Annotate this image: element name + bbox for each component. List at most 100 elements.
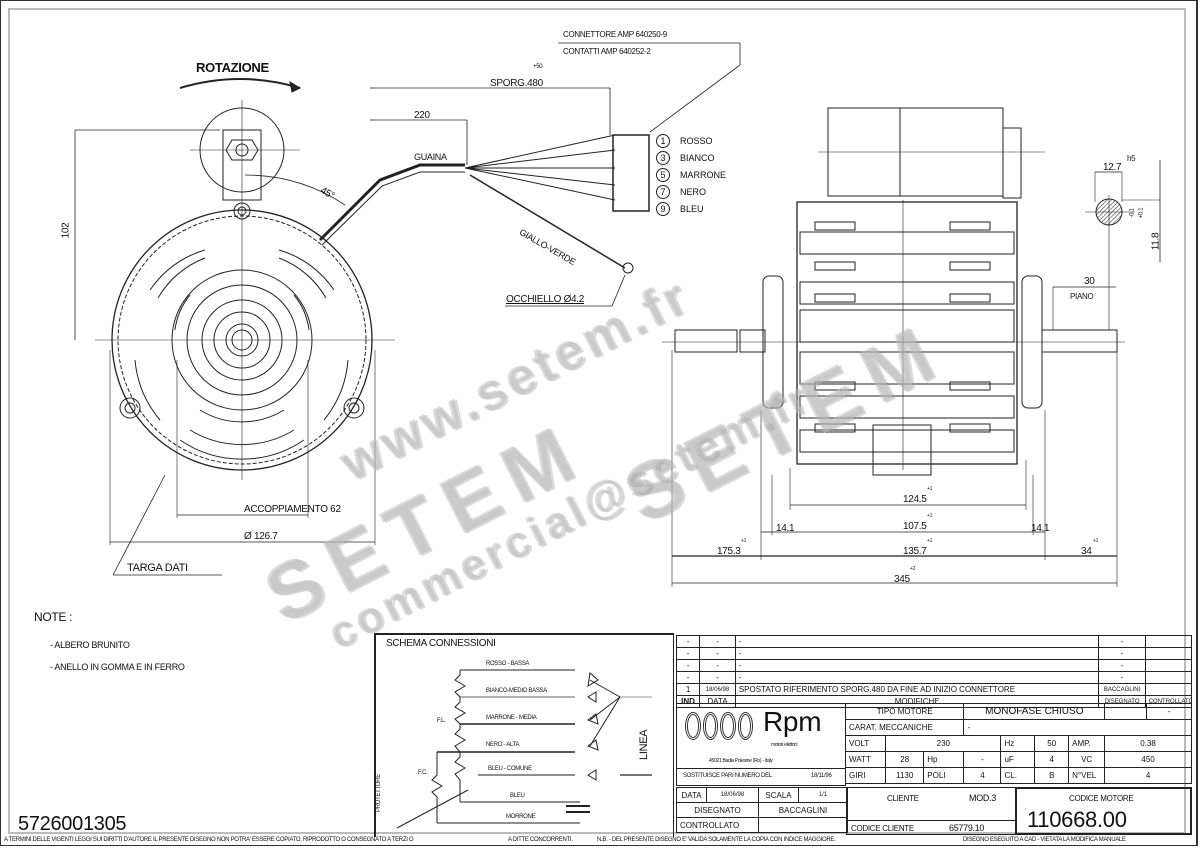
nvel-value: 4 <box>1104 767 1192 784</box>
drawing-border <box>8 8 1186 834</box>
footer-copyright: A TERMINI DELLE VIGENTI LEGGI SUI DIRITT… <box>4 837 414 843</box>
rev-ind: 1 <box>675 683 701 696</box>
accoppiamento-label: ACCOPPIAMENTO 62 <box>244 504 341 515</box>
rev-desc: - <box>734 671 1100 684</box>
pin-number-badge: 1 <box>656 133 670 148</box>
company-block: Rpm motori elettrici 45021 Badia Polesin… <box>676 703 846 769</box>
connection-schematic <box>396 669 652 829</box>
rev-date: 18/06/98 <box>699 683 736 696</box>
hp-label: Hp <box>923 751 965 768</box>
volt-label: VOLT <box>844 735 887 752</box>
protettore-label: PROTETTORE <box>376 774 382 812</box>
rev-drawn: - <box>1098 635 1146 648</box>
footer-nb: N.B. - DEL PRESENTE DISEGNO E' VALIDA SO… <box>597 837 836 843</box>
codice-cliente-label: CODICE CLIENTE <box>851 824 914 833</box>
amp-label: AMP. <box>1068 735 1106 752</box>
company-subtitle: motori elettrici <box>771 742 798 748</box>
divider <box>847 820 1015 821</box>
footer-cad: DISEGNO ESEGUITO A CAD - VIETATA LA MODI… <box>963 837 1126 843</box>
dim-34-tol: +1 <box>1093 538 1099 544</box>
controllato-label: CONTROLLATO <box>676 817 759 833</box>
sostituisce-label: SOSTITUISCE PARI NUMERO DEL <box>683 773 772 779</box>
cl-label: CL. <box>1000 767 1036 784</box>
carat-value: - <box>963 719 1192 736</box>
carat-label: CARAT. MECCANICHE <box>844 719 965 736</box>
dim-102: 102 <box>60 222 72 239</box>
fc-label: F.C. <box>418 770 428 776</box>
rev-date: - <box>699 671 736 684</box>
revision-row: ---- <box>675 671 1193 684</box>
dim-124-5: 124.5 <box>903 494 927 505</box>
revision-row: ---- <box>675 647 1193 660</box>
note-item: - ALBERO BRUNITO <box>50 640 130 650</box>
pin-row: 9 BLEU <box>656 200 726 217</box>
tipo-motore-value: MONOFASE CHIUSO <box>963 703 1106 720</box>
rev-date: - <box>699 659 736 672</box>
scala-label: SCALA <box>758 787 799 803</box>
company-address: 45021 Badia Polesine (Ro) - Italy <box>709 758 773 764</box>
dim-14-1-left: 14.1 <box>776 523 795 534</box>
schema-wire: BIANCO-MEDIO BASSA <box>486 688 547 694</box>
rev-drawn: BACCAGLINI <box>1098 683 1146 696</box>
part-number: 5726001305 <box>18 813 127 835</box>
rev-checked <box>1144 659 1193 672</box>
revision-row: ---- <box>675 635 1193 648</box>
tipo-extra: - <box>1146 703 1192 720</box>
rev-ind: - <box>675 647 701 660</box>
data-label: DATA <box>676 787 707 803</box>
codice-motore-label: CODICE MOTORE <box>1069 794 1134 803</box>
pin-number-badge: 3 <box>656 150 670 165</box>
rev-checked <box>1144 635 1193 648</box>
schema-wire: NERO - ALTA <box>486 742 520 748</box>
note-item: - ANELLO IN GOMMA E IN FERRO <box>50 662 185 672</box>
giri-label: GIRI <box>844 767 887 784</box>
footer-competitors: A DITTE CONCORRENTI. <box>508 837 573 843</box>
dim-107-5-tol: +1 <box>927 513 933 519</box>
dim-135-7: 135.7 <box>903 546 927 557</box>
amp-value: 0.38 <box>1104 735 1192 752</box>
guaina-label: GUAINA <box>414 152 447 162</box>
watt-value: 28 <box>885 751 925 768</box>
dim-124-5-tol: +1 <box>927 486 933 492</box>
nvel-label: N°VEL <box>1068 767 1106 784</box>
schema-wire: BLEU - COMUNE <box>488 766 532 772</box>
dim-175-3-tol: +1 <box>741 538 747 544</box>
flat-dim: 11.8 <box>1150 232 1162 251</box>
connector-part: CONNETTORE AMP 640250-9 <box>563 30 667 39</box>
sostituisce-row: SOSTITUISCE PARI NUMERO DEL 18/11/96 <box>676 768 846 786</box>
notes-title: NOTE : <box>34 610 73 624</box>
schema-wire: MORRONE <box>506 814 536 820</box>
uf-label: uF <box>1000 751 1036 768</box>
dim-107-5: 107.5 <box>903 521 927 532</box>
rev-ind: - <box>675 635 701 648</box>
dim-345: 345 <box>894 574 910 585</box>
rev-ind: - <box>675 659 701 672</box>
dim-345-tol: +2 <box>910 566 916 572</box>
pin-color: BIANCO <box>680 152 715 163</box>
rev-ind: - <box>675 671 701 684</box>
diameter-label: Ø 126.7 <box>244 531 278 542</box>
targa-dati-label: TARGA DATI <box>127 562 188 574</box>
rpm-logo-icon <box>685 712 753 740</box>
dim-34: 34 <box>1081 546 1092 557</box>
giri-value: 1130 <box>885 767 925 784</box>
cliente-value: MOD.3 <box>969 793 997 803</box>
company-name: Rpm <box>763 706 822 737</box>
rotation-label: ROTAZIONE <box>196 60 269 75</box>
pin-color: NERO <box>680 186 707 197</box>
rev-date: - <box>699 635 736 648</box>
disegnato-value: BACCAGLINI <box>758 802 848 818</box>
pin-color: BLEU <box>680 203 704 214</box>
pin-number-badge: 9 <box>656 201 670 216</box>
vc-value: 450 <box>1104 751 1192 768</box>
poli-label: POLI <box>923 767 965 784</box>
pin-number-badge: 5 <box>656 167 670 182</box>
linea-label: LINEA <box>638 729 650 760</box>
disegnato-label: DISEGNATO <box>676 802 759 818</box>
